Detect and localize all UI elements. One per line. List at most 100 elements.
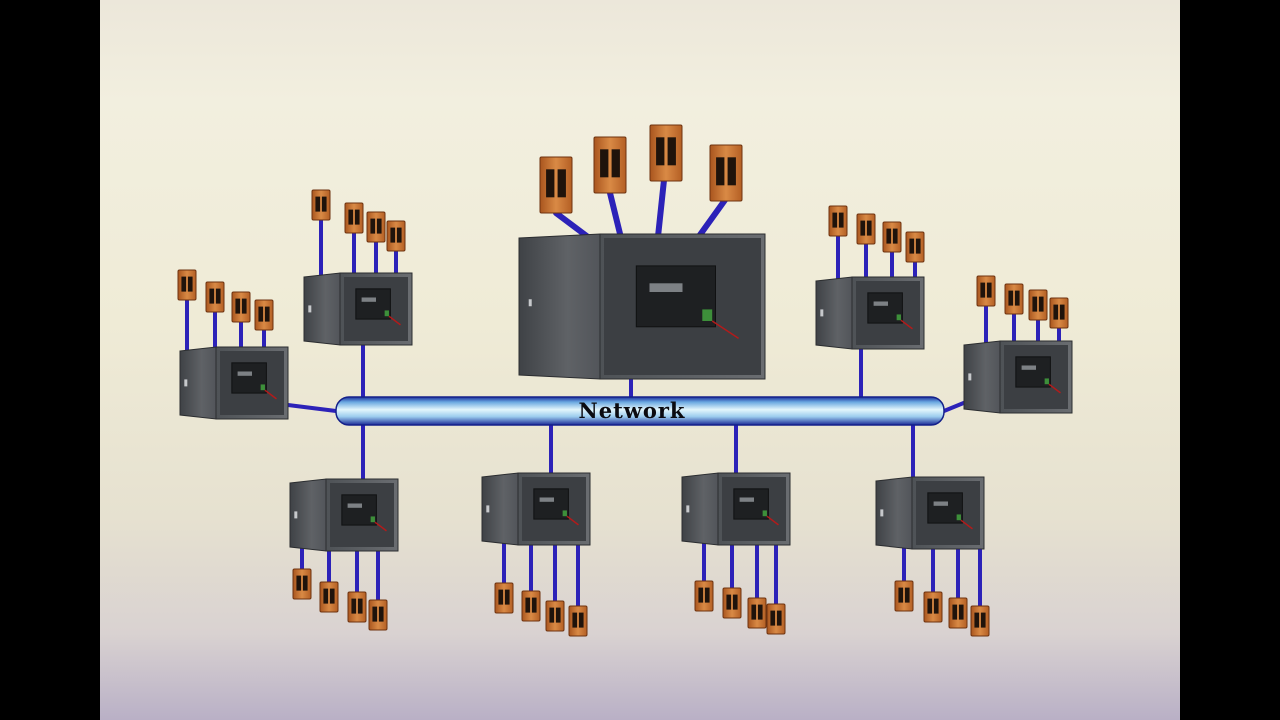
reader-slot-right (378, 606, 384, 622)
board-label-plate (873, 301, 888, 306)
reader-housing (1004, 283, 1024, 315)
reader-housing (766, 603, 786, 635)
door-lock (294, 511, 298, 519)
reader-slot-right (776, 610, 782, 626)
reader-slot-right (1038, 296, 1044, 312)
door-lock (686, 505, 690, 513)
reader-slot-left (698, 587, 704, 603)
reader-slot-right (241, 298, 247, 314)
card-reader (923, 591, 943, 623)
controller-left (179, 346, 289, 420)
reader-housing (347, 591, 367, 623)
power-wire (1048, 383, 1061, 394)
card-reader (311, 189, 331, 221)
reader-housing (231, 291, 251, 323)
access-control-network-diagram: Network (177, 124, 1073, 637)
main-controller (518, 233, 766, 380)
card-reader (319, 581, 339, 613)
card-reader (177, 269, 197, 301)
card-reader (1004, 283, 1024, 315)
card-reader (292, 568, 312, 600)
reader-housing (882, 221, 902, 253)
reader-housing (386, 220, 406, 252)
reader-housing (177, 269, 197, 301)
reader-housing (894, 580, 914, 612)
power-wire (900, 319, 913, 330)
reader-slot-right (531, 597, 537, 613)
reader-slot-left (860, 220, 866, 236)
door-lock (968, 373, 972, 381)
reader-slot-right (578, 612, 584, 628)
reader-slot-right (321, 196, 327, 212)
reader-slot-left (572, 612, 578, 628)
terminal-block (702, 309, 713, 321)
reader-slot-left (716, 157, 725, 186)
cabinet-door (179, 346, 217, 420)
reader-housing (856, 213, 876, 245)
reader-housing (254, 299, 274, 331)
reader-slot-left (323, 588, 329, 604)
reader-slot-right (892, 228, 898, 244)
reader-slot-left (549, 607, 555, 623)
controller-lower-2 (481, 472, 591, 546)
terminal-block (956, 514, 961, 521)
reader-slot-left (348, 209, 354, 225)
reader-slot-right (980, 612, 986, 628)
reader-housing (319, 581, 339, 613)
reader-slot-right (838, 212, 844, 228)
reader-slot-right (376, 218, 382, 234)
reader-slot-right (215, 288, 221, 304)
board-label-plate (1021, 365, 1036, 370)
cabinet-door (681, 472, 719, 546)
controller-board (533, 488, 569, 520)
controller-right (963, 340, 1073, 414)
reader-slot-right (1059, 304, 1065, 320)
reader-slot-left (351, 598, 357, 614)
card-reader (521, 590, 541, 622)
power-wire (711, 320, 740, 340)
power-wire (766, 515, 779, 526)
reader-slot-left (1032, 296, 1038, 312)
card-reader (593, 136, 627, 194)
cabinet-door (303, 272, 341, 346)
card-reader (970, 605, 990, 637)
reader-housing (722, 587, 742, 619)
board-label-plate (361, 297, 376, 302)
reader-slot-right (357, 598, 363, 614)
terminal-block (370, 516, 375, 523)
card-reader (905, 231, 925, 263)
reader-slot-left (315, 196, 321, 212)
card-reader (709, 144, 743, 202)
diagram-canvas: Network (100, 0, 1180, 720)
reader-slot-right (667, 137, 676, 166)
reader-slot-left (770, 610, 776, 626)
reader-housing (694, 580, 714, 612)
reader-slot-right (915, 238, 921, 254)
card-reader (344, 202, 364, 234)
reader-slot-left (726, 594, 732, 610)
board-label-plate (539, 497, 554, 502)
card-reader (948, 597, 968, 629)
reader-slot-right (704, 587, 710, 603)
reader-slot-right (557, 169, 566, 198)
reader-slot-left (235, 298, 241, 314)
reader-housing (292, 568, 312, 600)
card-reader (347, 591, 367, 623)
door-lock (820, 309, 824, 317)
board-label-plate (739, 497, 754, 502)
reader-housing (905, 231, 925, 263)
cabinet-door (963, 340, 1001, 414)
reader-housing (568, 605, 588, 637)
door-lock (880, 509, 884, 517)
network-cable (286, 403, 338, 413)
reader-slot-right (187, 276, 193, 292)
card-reader (694, 580, 714, 612)
reader-housing (948, 597, 968, 629)
reader-housing (205, 281, 225, 313)
reader-slot-left (832, 212, 838, 228)
controller-board (355, 288, 391, 320)
card-reader (894, 580, 914, 612)
reader-housing (311, 189, 331, 221)
terminal-block (896, 314, 901, 321)
network-cable (942, 400, 968, 413)
